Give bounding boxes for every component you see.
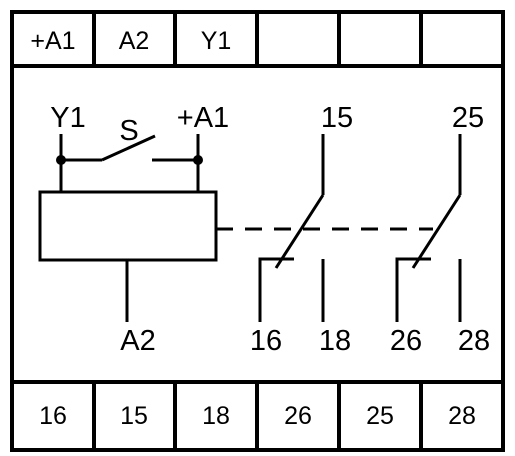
nc-contact (258, 257, 294, 322)
bottom-terminal-label: 16 (39, 402, 67, 430)
contact-25-label: 25 (452, 102, 484, 134)
coil-circuit (38, 134, 218, 322)
top-terminal-label: A2 (119, 27, 150, 55)
top-terminal-strip: +A1 A2 Y1 (12, 12, 503, 68)
coil-y1-label: Y1 (50, 102, 85, 134)
contact-16-label: 16 (250, 325, 282, 357)
junction-dot (56, 155, 66, 165)
junction-dot (193, 155, 203, 165)
contact-26-label: 26 (390, 325, 422, 357)
switch-s-label: S (119, 115, 138, 147)
bottom-terminal-strip: 16 15 18 26 25 28 (12, 380, 503, 450)
coil-a1-label: +A1 (177, 102, 229, 134)
top-terminal-label: Y1 (201, 27, 232, 55)
bottom-terminal-label: 15 (120, 402, 148, 430)
top-terminal-label: +A1 (30, 27, 75, 55)
contact-blade (411, 194, 462, 269)
bottom-terminal-label: 28 (448, 402, 476, 430)
bottom-terminal-label: 26 (284, 402, 312, 430)
contact-set-1 (258, 134, 325, 322)
bottom-terminal-label: 25 (366, 402, 394, 430)
switch-s-blade (101, 134, 156, 162)
contact-15-label: 15 (321, 102, 353, 134)
nc-contact (395, 257, 431, 322)
bottom-terminal-label: 18 (202, 402, 230, 430)
contact-28-label: 28 (458, 325, 490, 357)
contact-blade (274, 194, 325, 269)
relay-coil (38, 190, 218, 262)
contact-18-label: 18 (319, 325, 351, 357)
contact-set-2 (395, 134, 462, 322)
coil-a2-label: A2 (120, 325, 155, 357)
